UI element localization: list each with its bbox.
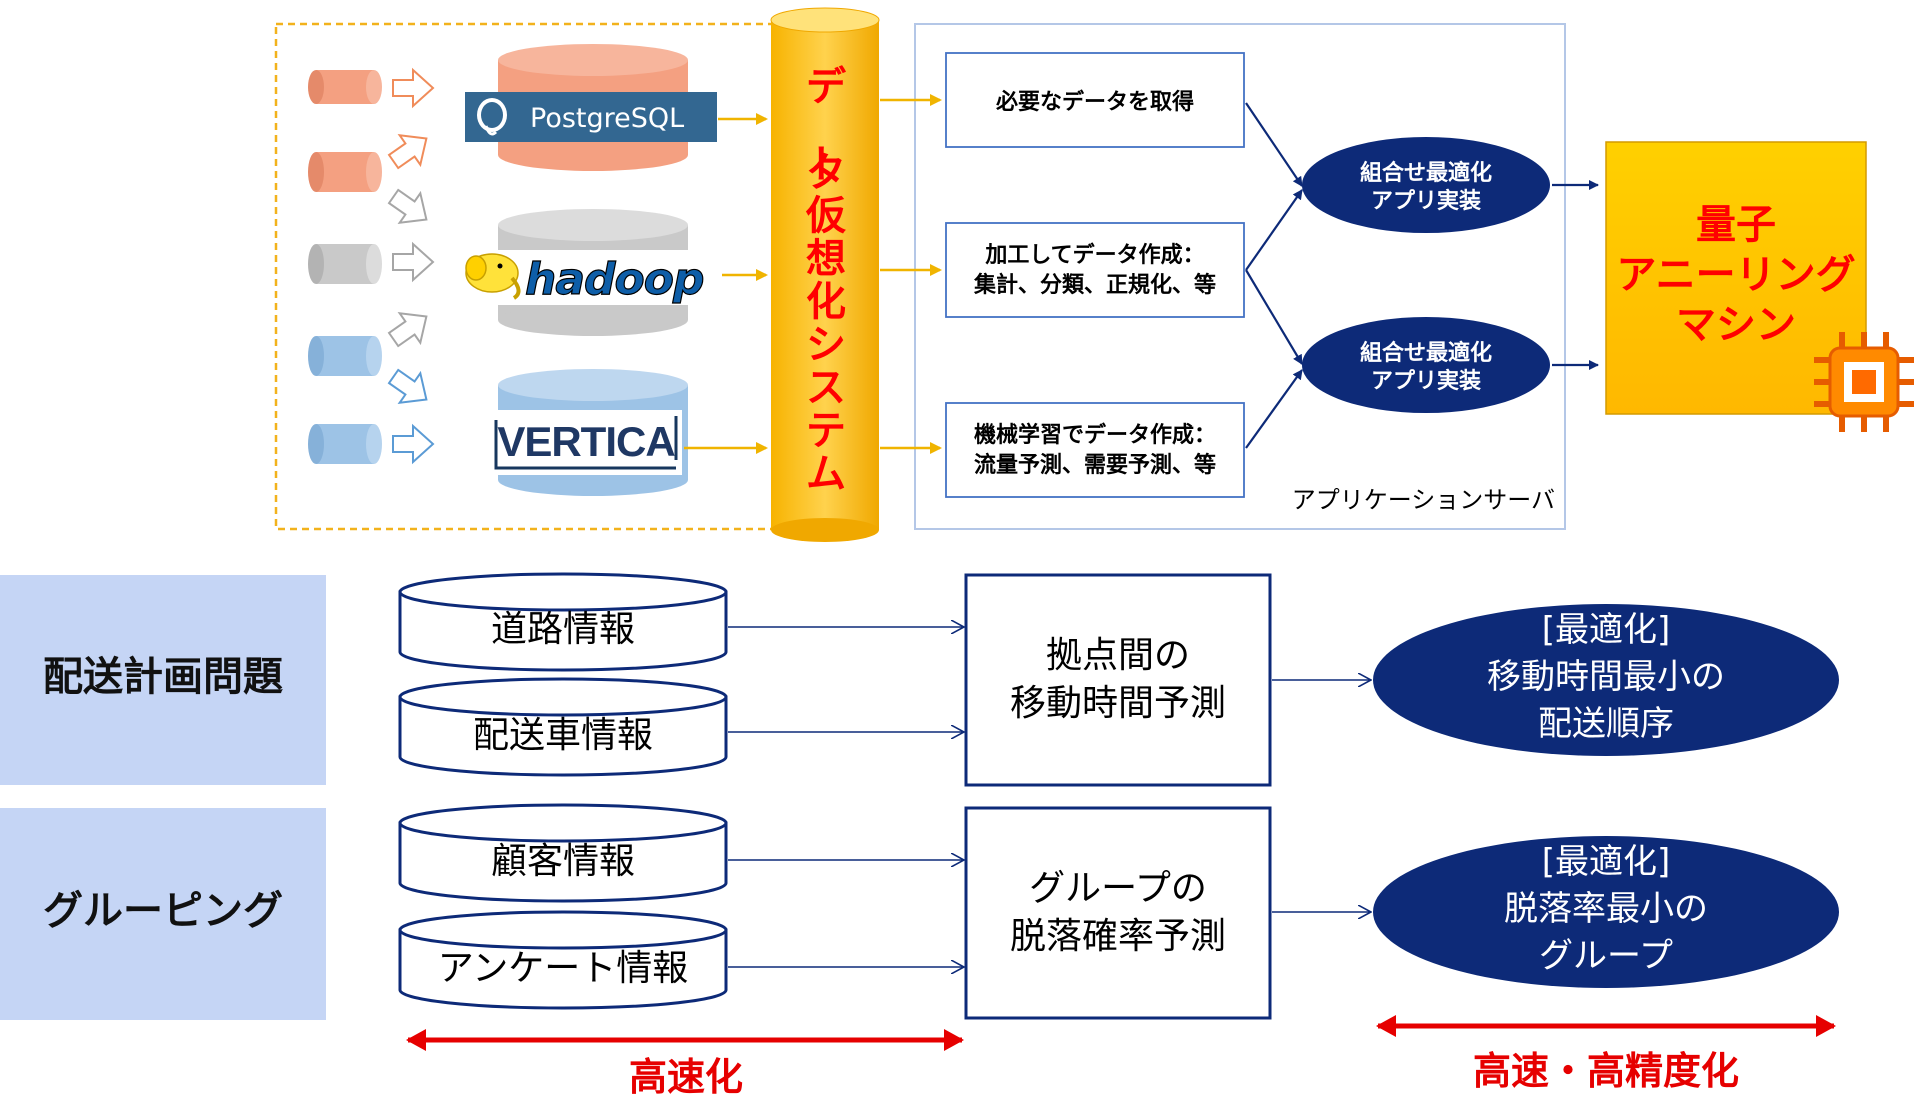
data-virtualization-label: データ仮想化システム (796, 64, 847, 497)
prediction-label: グループの (1029, 868, 1207, 909)
data-virtualization-char: タ (806, 150, 846, 196)
prediction-box: グループの 脱落確率予測 (964, 806, 1272, 1020)
input-label: 顧客情報 (491, 841, 635, 882)
prediction-label: 拠点間の (1046, 635, 1190, 676)
data-virtualization-char: シ (806, 322, 846, 368)
input-cylinder: アンケート情報 (398, 910, 728, 1010)
vertica-database: VERTICA (490, 369, 688, 496)
source-cylinder (308, 244, 382, 284)
input-cylinder: 道路情報 (398, 572, 728, 672)
data-virtualization-system: データ仮想化システム (770, 7, 880, 542)
problem-row: 配送計画問題 道路情報 配送車情報 拠点間の 移動時間予測 [ (0, 572, 1839, 787)
navy-connector (1245, 189, 1303, 271)
quantum-label: マシン (1676, 302, 1796, 348)
source-cylinder (308, 152, 382, 192)
postgresql-database: PostgreSQL (465, 44, 717, 171)
row-title: 配送計画問題 (43, 654, 283, 700)
speedup-label: 高速化 (629, 1055, 743, 1099)
data-virtualization-char: 想 (806, 236, 846, 282)
optimization-app: 組合せ最適化 アプリ実装 (1302, 317, 1550, 413)
optimization-app: 組合せ最適化 アプリ実装 (1302, 137, 1550, 233)
hollow-arrow-icon (387, 133, 428, 170)
data-virtualization-char: 仮 (805, 193, 847, 239)
hollow-arrow-icon (392, 241, 435, 283)
data-virtualization-char: デ (806, 64, 846, 110)
process-label: 集計、分類、正規化、等 (973, 272, 1216, 298)
source-cylinder (308, 70, 382, 104)
quantum-annealing-machine: 量子 アニーリング マシン (1605, 141, 1914, 432)
prediction-box: 拠点間の 移動時間予測 (964, 573, 1272, 787)
process-label: 加工してデータ作成： (984, 242, 1204, 268)
top-section: アプリケーションサーバ (274, 7, 1914, 542)
navy-connector (1245, 369, 1303, 449)
postgresql-logo (465, 92, 717, 142)
yellow-elephant-icon (465, 253, 521, 300)
hollow-arrow-icon (392, 423, 435, 465)
problem-row: グルーピング 顧客情報 アンケート情報 グループの 脱落確率予測 (0, 803, 1839, 1020)
hollow-arrow-icon (387, 311, 428, 348)
navy-connector (1245, 269, 1303, 365)
row-title: グルーピング (43, 888, 283, 934)
result-label: [最適化] (1542, 610, 1671, 650)
input-label: 配送車情報 (473, 715, 653, 756)
app-server-label: アプリケーションサーバ (1292, 486, 1555, 514)
data-virtualization-char: ス (806, 365, 846, 411)
process-label: 機械学習でデータ作成： (974, 422, 1216, 448)
optimization-result: [最適化] 移動時間最小の 配送順序 (1373, 604, 1839, 756)
process-box: 必要なデータを取得 (945, 52, 1245, 148)
result-label: 脱落率最小の (1504, 889, 1708, 929)
result-label: 移動時間最小の (1487, 657, 1725, 697)
process-label: 必要なデータを取得 (996, 89, 1194, 115)
process-box: 機械学習でデータ作成： 流量予測、需要予測、等 (945, 402, 1245, 498)
input-cylinder: 配送車情報 (398, 677, 728, 777)
hadoop-database: hadoop (460, 209, 722, 336)
prediction-label: 移動時間予測 (1010, 683, 1226, 724)
row-title-panel (0, 808, 326, 1020)
source-cylinders (308, 70, 382, 464)
navy-connector (1245, 102, 1303, 187)
hadoop-label: hadoop (525, 254, 703, 305)
row-title-panel (0, 575, 326, 785)
hollow-arrow-icon (392, 67, 435, 109)
result-label: グループ (1539, 936, 1673, 976)
optimization-result: [最適化] 脱落率最小の グループ (1373, 836, 1839, 988)
elephant-icon (477, 98, 507, 136)
input-label: アンケート情報 (438, 948, 689, 989)
data-virtualization-char: 化 (806, 279, 846, 325)
app-label: アプリ実装 (1371, 188, 1481, 214)
hollow-arrows (387, 67, 435, 465)
data-virtualization-char: テ (806, 408, 846, 454)
app-label: 組合せ最適化 (1360, 340, 1492, 366)
hollow-arrow-icon (387, 368, 428, 405)
data-virtualization-char: ム (806, 451, 846, 497)
input-cylinder: 顧客情報 (398, 803, 728, 903)
bottom-section: 配送計画問題 道路情報 配送車情報 拠点間の 移動時間予測 [ (0, 572, 1839, 1099)
vertica-logo (490, 410, 682, 475)
process-label: 流量予測、需要予測、等 (974, 452, 1216, 478)
app-label: アプリ実装 (1371, 368, 1481, 394)
process-box: 加工してデータ作成： 集計、分類、正規化、等 (945, 222, 1245, 318)
input-label: 道路情報 (491, 609, 635, 650)
quantum-label: アニーリング (1616, 252, 1855, 298)
chip-icon (1814, 332, 1914, 432)
quantum-label: 量子 (1696, 202, 1776, 248)
postgresql-label: PostgreSQL (530, 103, 684, 134)
data-virtualization-char: ー (796, 143, 842, 183)
vertica-label: VERTICA (497, 418, 675, 465)
result-label: 配送順序 (1538, 704, 1674, 744)
result-label: [最適化] (1542, 842, 1671, 882)
source-cylinder (308, 336, 382, 376)
prediction-label: 脱落確率予測 (1010, 916, 1226, 957)
source-cylinder (308, 424, 382, 464)
hollow-arrow-icon (387, 188, 428, 225)
accuracy-label: 高速・高精度化 (1473, 1049, 1739, 1093)
app-label: 組合せ最適化 (1360, 160, 1492, 186)
